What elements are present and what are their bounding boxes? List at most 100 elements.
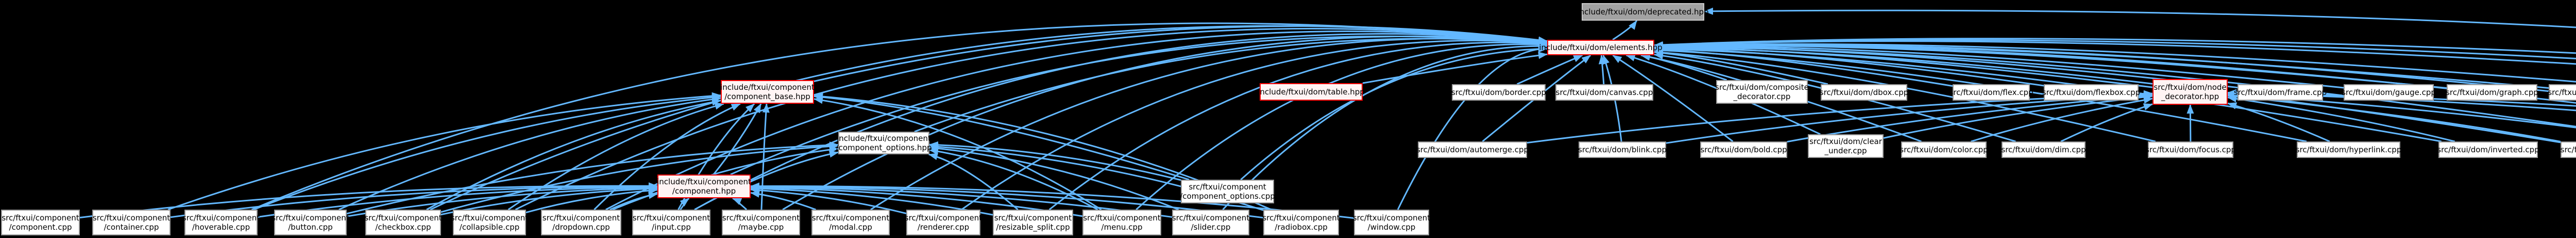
- graph-node-comp_base[interactable]: include/ftxui/component /component_base.…: [720, 80, 815, 104]
- graph-node-blink[interactable]: src/ftxui/dom/blink.cpp: [1578, 141, 1667, 158]
- edge-linear_grad-to-elements: [1654, 43, 2576, 128]
- graph-node-hyperlink[interactable]: src/ftxui/dom/hyperlink.cpp: [2296, 141, 2401, 158]
- edge-hoverable-to-comp_base: [253, 93, 721, 211]
- edge-comp_opts_cpp-to-comp_opts_hpp: [929, 141, 1181, 181]
- edge-menu-to-comp_opts_hpp: [929, 148, 1098, 211]
- graph-node-resizable[interactable]: src/ftxui/component /resizable_split.cpp: [993, 210, 1073, 235]
- edge-container-to-comp_base: [167, 92, 721, 211]
- graph-node-border[interactable]: src/ftxui/dom/border.cpp: [1451, 84, 1546, 101]
- edge-maybe-to-comp_base: [760, 103, 770, 210]
- edge-collapsible-to-comp_base: [507, 102, 724, 211]
- edge-inverted-to-elements: [1654, 45, 2442, 142]
- graph-node-button[interactable]: src/ftxui/component /button.cpp: [272, 210, 349, 235]
- graph-node-radiobox[interactable]: src/ftxui/component /radiobox.cpp: [1262, 210, 1340, 235]
- graph-node-inverted[interactable]: src/ftxui/dom/inverted.cpp: [2437, 141, 2539, 158]
- edge-container-to-comp_hpp: [170, 183, 658, 218]
- edge-menu-to-comp_hpp: [750, 184, 1083, 217]
- graph-node-composite[interactable]: src/ftxui/dom/composite _decorator.cpp: [1715, 80, 1809, 104]
- graph-node-focus[interactable]: src/ftxui/dom/focus.cpp: [2145, 141, 2236, 158]
- graph-node-elements[interactable]: include/ftxui/dom/elements.hpp: [1539, 40, 1663, 55]
- edge-input-to-elements: [694, 33, 1548, 211]
- graph-node-frame[interactable]: src/ftxui/dom/frame.cpp: [2234, 84, 2327, 101]
- edge-checkbox-to-comp_opts_hpp: [440, 142, 839, 213]
- edge-canvas-to-elements: [1598, 55, 1606, 85]
- edge-dropdown-to-elements: [605, 30, 1548, 211]
- edge-modal-to-elements: [870, 38, 1548, 211]
- graph-node-input[interactable]: src/ftxui/component /input.cpp: [632, 210, 710, 235]
- edge-slider-to-comp_opts_hpp: [929, 145, 1179, 211]
- edge-button-to-comp_opts_hpp: [346, 141, 839, 215]
- edge-hyperlink-to-elements: [1654, 46, 2307, 142]
- edge-gauge-to-elements: [1654, 43, 2344, 89]
- graph-node-bold[interactable]: src/ftxui/dom/bold.cpp: [1700, 141, 1787, 158]
- graph-node-checkbox[interactable]: src/ftxui/component /checkbox.cpp: [364, 210, 442, 235]
- graph-node-deprecated[interactable]: include/ftxui/dom/deprecated.hpp: [1578, 3, 1709, 21]
- graph-node-gridbox[interactable]: src/ftxui/dom/gridbox.cpp: [2548, 84, 2576, 101]
- edge-renderer-to-elements: [961, 39, 1548, 211]
- edge-inverted-to-node_dec: [2227, 95, 2455, 142]
- edge-text-to-elements: [1654, 38, 2576, 54]
- edge-resizable-to-elements: [1048, 40, 1548, 211]
- edge-focus-to-elements: [1654, 49, 2156, 142]
- graph-node-collapsible[interactable]: src/ftxui/component /collapsible.cpp: [451, 210, 528, 235]
- graph-node-comp_opts_hpp[interactable]: include/ftxui/component /component_optio…: [836, 132, 932, 154]
- graph-node-graph[interactable]: src/ftxui/dom/graph.cpp: [2446, 84, 2538, 101]
- graph-node-color[interactable]: src/ftxui/dom/color.cpp: [1900, 141, 1988, 158]
- edge-elements-to-deprecated: [1612, 20, 1638, 41]
- edge-window-to-elements: [1397, 45, 1548, 210]
- edge-bold-to-elements: [1612, 54, 1734, 142]
- edge-focus-to-node_dec: [2187, 104, 2194, 142]
- graph-node-hoverable[interactable]: src/ftxui/component /hoverable.cpp: [182, 210, 260, 235]
- graph-node-menu[interactable]: src/ftxui/component /menu.cpp: [1082, 210, 1161, 235]
- edge-comp_opts_cpp-to-comp_base: [814, 93, 1190, 181]
- edge-clear_under-to-elements: [1625, 54, 1821, 135]
- graph-node-flexbox[interactable]: src/ftxui/dom/flexbox.cpp: [2042, 84, 2140, 101]
- edge-checkbox-to-comp_hpp: [440, 185, 658, 216]
- edge-menu-to-elements: [1136, 41, 1548, 211]
- edge-size-to-node_dec: [2227, 89, 2576, 107]
- graph-node-container[interactable]: src/ftxui/component /container.cpp: [92, 210, 171, 235]
- graph-node-modal[interactable]: src/ftxui/component /modal.cpp: [811, 210, 890, 235]
- edge-hoverable-to-elements: [251, 22, 1548, 211]
- edge-dropdown-to-comp_hpp: [609, 192, 658, 211]
- graph-node-dropdown[interactable]: src/ftxui/component /dropdown.cpp: [541, 210, 621, 235]
- edge-dropdown-to-comp_base: [594, 103, 741, 211]
- graph-node-table[interactable]: include/ftxui/dom/table.hpp: [1258, 83, 1365, 101]
- graph-node-slider[interactable]: src/ftxui/component /slider.cpp: [1172, 210, 1249, 235]
- edge-radiobox-to-comp_hpp: [750, 183, 1264, 219]
- graph-node-automerge[interactable]: src/ftxui/dom/automerge.cpp: [1416, 141, 1529, 158]
- graph-node-gauge[interactable]: src/ftxui/dom/gauge.cpp: [2342, 84, 2436, 101]
- edge-menu-to-comp_base: [814, 97, 1102, 211]
- edge-text-to-deprecated: [1704, 7, 2576, 28]
- graph-node-comp_hpp[interactable]: include/ftxui/component /component.hpp: [657, 174, 751, 198]
- edge-renderer-to-comp_hpp: [750, 186, 907, 214]
- edge-slider-to-comp_hpp: [750, 183, 1173, 218]
- graph-node-flex[interactable]: src/ftxui/dom/flex.cpp: [1949, 84, 2033, 101]
- edge-input-to-comp_hpp: [680, 197, 690, 210]
- edge-size-to-elements: [1654, 42, 2576, 95]
- edge-dim-to-node_dec: [2060, 103, 2153, 142]
- graph-node-dim[interactable]: src/ftxui/dom/dim.cpp: [2001, 141, 2086, 158]
- graph-node-maybe[interactable]: src/ftxui/component /maybe.cpp: [722, 210, 800, 235]
- graph-node-renderer[interactable]: src/ftxui/component /renderer.cpp: [905, 210, 982, 235]
- graph-node-dbox[interactable]: src/ftxui/dom/dbox.cpp: [1820, 84, 1908, 101]
- edge-resizable-to-comp_opts_hpp: [928, 153, 1019, 211]
- graph-node-window[interactable]: src/ftxui/component /window.cpp: [1353, 210, 1430, 235]
- edge-comp_opts_cpp-to-elements: [1240, 45, 1548, 181]
- edge-border-to-elements: [1516, 54, 1583, 85]
- edge-scroll_ind-to-elements: [1654, 42, 2576, 104]
- graph-node-node_dec[interactable]: src/ftxui/dom/node _decorator.hpp: [2153, 79, 2228, 105]
- edge-collapsible-to-elements: [515, 28, 1548, 211]
- graph-node-clear_under[interactable]: src/ftxui/dom/clear _under.cpp: [1808, 134, 1884, 158]
- edge-table-to-elements: [1362, 52, 1548, 84]
- edge-maybe-to-comp_hpp: [732, 197, 748, 211]
- edge-modal-to-comp_hpp: [750, 190, 817, 211]
- graph-node-component_cpp[interactable]: src/ftxui/component /component.cpp: [1, 210, 80, 235]
- edge-button-to-comp_base: [338, 96, 721, 211]
- edge-clear_under-to-node_dec: [1883, 93, 2153, 139]
- graph-node-comp_opts_cpp[interactable]: src/ftxui/component /component_options.c…: [1180, 180, 1275, 203]
- graph-node-canvas[interactable]: src/ftxui/dom/canvas.cpp: [1555, 84, 1653, 101]
- graph-node-italic[interactable]: src/ftxui/dom/italic.cpp: [2561, 141, 2576, 158]
